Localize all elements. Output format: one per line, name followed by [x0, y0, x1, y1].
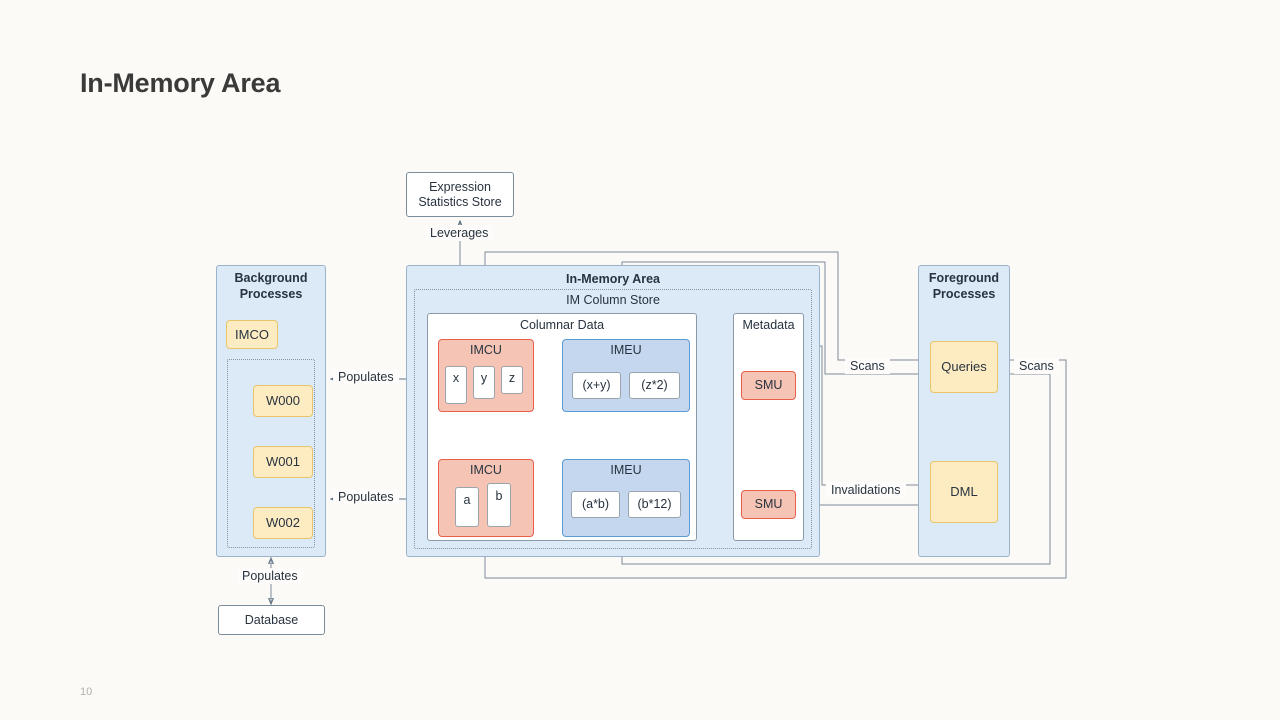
imcu-box-2[interactable] [438, 459, 534, 537]
worker-box-w001[interactable]: W001 [253, 446, 313, 478]
metadata-label: Metadata [742, 318, 795, 332]
imeu-expression-2-1[interactable]: (a*b) [571, 491, 620, 518]
columnar-data-label: Columnar Data [519, 318, 605, 332]
dml-box[interactable]: DML [930, 461, 998, 523]
imcu-column-y[interactable]: y [473, 366, 495, 399]
edge-label-leverages: Leverages [425, 225, 494, 241]
im-column-store-label: IM Column Store [566, 293, 660, 307]
background-processes-title-line1: Background [234, 271, 308, 285]
imeu-expression-2-2[interactable]: (b*12) [628, 491, 681, 518]
foreground-processes-title-line1: Foreground [928, 271, 1000, 285]
worker-box-w000[interactable]: W000 [253, 385, 313, 417]
in-memory-area-title: In-Memory Area [565, 272, 660, 286]
worker-group-dotted-boundary [227, 359, 315, 548]
imcu-label-2: IMCU [470, 463, 502, 477]
page-title: In-Memory Area [80, 68, 281, 98]
imcu-column-a[interactable]: a [455, 487, 479, 527]
edge-label-populates-database: Populates [237, 568, 303, 584]
queries-box[interactable]: Queries [930, 341, 998, 393]
imeu-expression-1-2[interactable]: (z*2) [629, 372, 680, 399]
foreground-processes-title-line2: Processes [932, 286, 996, 301]
imeu-expression-1-1[interactable]: (x+y) [572, 372, 621, 399]
imcu-column-b[interactable]: b [487, 483, 511, 527]
imcu-column-x[interactable]: x [445, 366, 467, 404]
imco-box[interactable]: IMCO [226, 320, 278, 349]
edge-label-invalidations: Invalidations [826, 482, 906, 498]
imeu-label-1: IMEU [610, 343, 642, 357]
imeu-label-2: IMEU [610, 463, 642, 477]
imcu-label-1: IMCU [470, 343, 502, 357]
background-processes-title-line2: Processes [239, 286, 303, 301]
foreground-processes-title: Foreground Processes [918, 271, 1010, 302]
edge-label-populates-top: Populates [333, 369, 399, 385]
database-box[interactable]: Database [218, 605, 325, 635]
worker-box-w002[interactable]: W002 [253, 507, 313, 539]
imcu-column-z[interactable]: z [501, 366, 523, 394]
smu-box-2[interactable]: SMU [741, 490, 796, 519]
edge-label-scans-left: Scans [845, 358, 890, 374]
expression-statistics-store-label-line2: Statistics Store [418, 194, 502, 209]
page-number: 10 [80, 686, 93, 698]
smu-box-1[interactable]: SMU [741, 371, 796, 400]
expression-statistics-store-label-line1: Expression [429, 179, 491, 194]
edge-label-scans-right: Scans [1014, 358, 1059, 374]
background-processes-title: Background Processes [216, 271, 326, 302]
edge-label-populates-bottom: Populates [333, 489, 399, 505]
expression-statistics-store-box[interactable]: Expression Statistics Store [406, 172, 514, 217]
im-column-store-boundary [414, 289, 812, 549]
